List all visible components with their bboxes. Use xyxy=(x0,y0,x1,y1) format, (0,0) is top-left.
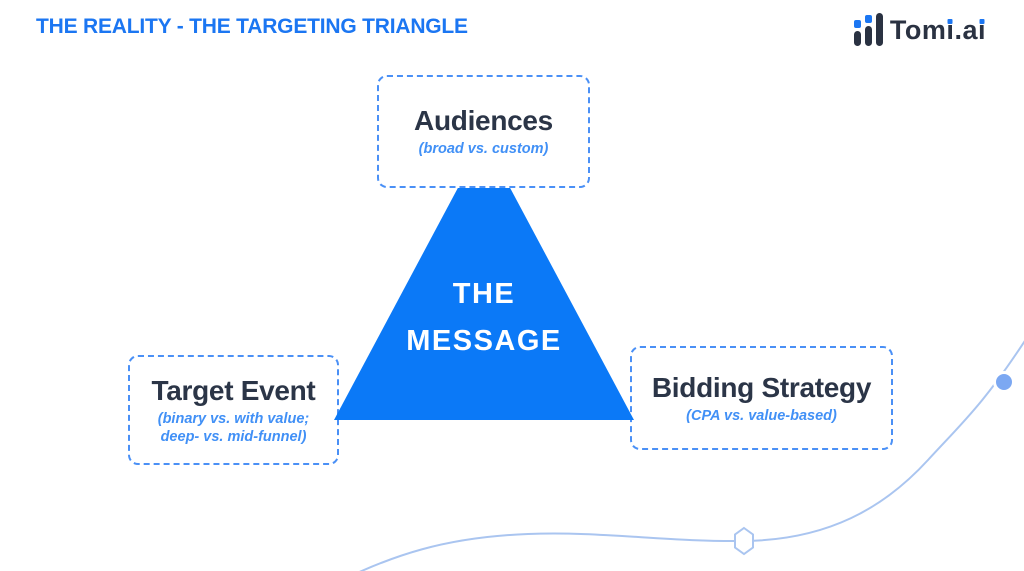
logo-bar-segment xyxy=(864,26,872,46)
node-target-event: Target Event (binary vs. with value; dee… xyxy=(128,355,339,465)
target-event-subtitle-line-1: (binary vs. with value; xyxy=(157,410,310,427)
header: THE REALITY - THE TARGETING TRIANGLE Tom… xyxy=(0,0,1024,60)
bar-chart-logo-icon xyxy=(853,13,883,47)
logo-bar-short xyxy=(853,20,861,46)
logo-bar-medium xyxy=(864,15,872,46)
audiences-title: Audiences xyxy=(414,105,553,136)
hexagon-node-icon xyxy=(734,526,754,556)
audiences-subtitle: (broad vs. custom) xyxy=(418,141,549,157)
logo-bar-tall xyxy=(875,13,883,46)
logo-text-blue-dot-i: ı xyxy=(977,15,986,45)
bidding-strategy-title: Bidding Strategy xyxy=(651,371,872,403)
logo-bar-segment xyxy=(853,31,861,46)
logo-text-blue-dot-i: ı xyxy=(946,15,955,45)
logo-text-part: Tom xyxy=(889,15,947,45)
node-audiences: Audiences (broad vs. custom) xyxy=(377,75,590,188)
slide-title: THE REALITY - THE TARGETING TRIANGLE xyxy=(36,15,468,38)
tomi-logo-wordmark: Tomı.aı xyxy=(890,14,986,47)
circle-node-icon xyxy=(993,371,1015,393)
target-event-subtitle-line-2: deep- vs. mid-funnel) xyxy=(160,428,307,445)
logo-text-part: a xyxy=(962,15,978,45)
bidding-strategy-subtitle: (CPA vs. value-based) xyxy=(686,407,837,424)
logo-bar-segment xyxy=(875,13,883,46)
logo-text-part: . xyxy=(954,15,963,45)
logo-dot-blue xyxy=(853,20,861,28)
tomi-logo: Tomı.aı xyxy=(853,13,986,47)
node-bidding-strategy: Bidding Strategy (CPA vs. value-based) xyxy=(630,346,893,450)
target-event-title: Target Event xyxy=(151,374,316,406)
logo-dot-blue xyxy=(864,15,872,23)
